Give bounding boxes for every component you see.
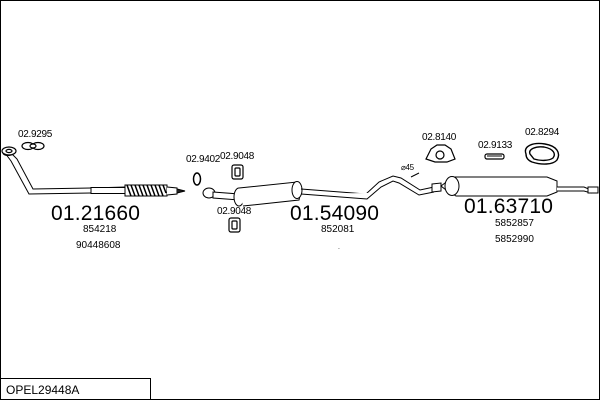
main-part-center: 01.54090 — [290, 202, 380, 225]
hanger-rear-label: 02.8140 — [422, 132, 457, 143]
diagram-title: OPEL29448A — [6, 383, 80, 397]
pipe-diameter-label: ⌀45 — [401, 163, 414, 172]
title-box — [1, 378, 151, 400]
center-silencer — [202, 175, 435, 207]
rubber-mount-top-part — [231, 164, 244, 180]
center-ref-1: 852081 — [321, 224, 355, 235]
rubber-mount-rear-part — [484, 153, 505, 160]
svg-text:.: . — [338, 244, 340, 251]
main-part-rear: 01.63710 — [464, 195, 554, 218]
rear-ref-1: 5852857 — [495, 218, 534, 229]
flex-pipe — [124, 184, 186, 197]
rubber-mount-rear-label: 02.9133 — [478, 140, 513, 151]
front-ref-2: 90448608 — [76, 240, 121, 251]
diameter-pointer — [410, 172, 420, 178]
gasket-rear-label: 02.8294 — [525, 127, 560, 138]
front-pipe — [2, 150, 127, 195]
gasket-front-label: 02.9295 — [18, 129, 53, 140]
front-ref-1: 854218 — [83, 224, 117, 235]
clamp-part — [192, 172, 202, 186]
clamp-label: 02.9402 — [186, 154, 221, 165]
gasket-rear-part — [524, 142, 560, 165]
rubber-mount-bottom-part — [228, 217, 241, 233]
rubber-mount-bottom-label: 02.9048 — [217, 206, 252, 217]
rear-ref-2: 5852990 — [495, 234, 534, 245]
gasket-front-part — [1, 141, 45, 156]
rear-silencer — [431, 176, 599, 197]
main-part-front: 01.21660 — [51, 202, 141, 225]
rubber-mount-top-label: 02.9048 — [220, 151, 255, 162]
hanger-rear-part — [425, 144, 456, 163]
